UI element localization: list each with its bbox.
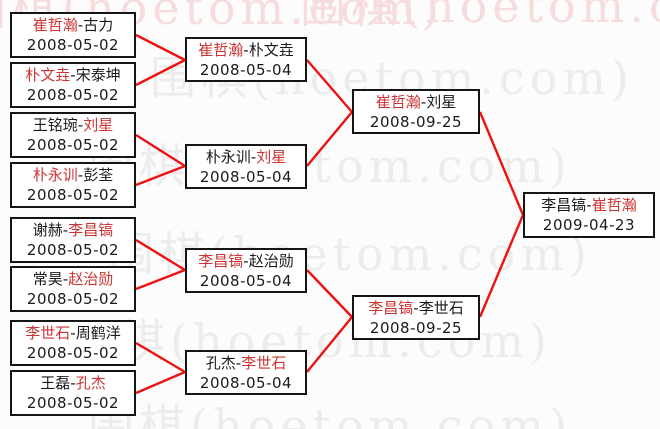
match-players: 朴永训-刘星	[206, 147, 286, 167]
connector-line	[135, 238, 186, 272]
match-box-semifinal-2: 李昌镐-李世石 2008-09-25	[352, 295, 480, 340]
connector-line	[306, 59, 353, 113]
match-date: 2008-05-02	[26, 241, 120, 259]
player-name: 李昌镐	[68, 221, 114, 239]
connector-line	[306, 111, 353, 167]
connector-line	[135, 133, 186, 168]
player-name: -赵治勋	[243, 251, 294, 270]
connector-line	[135, 341, 186, 374]
match-players: 李昌镐-李世石	[368, 298, 463, 318]
player-name: -宋泰坤	[70, 66, 121, 84]
player-name: -朴文垚	[243, 40, 294, 59]
connector-line	[135, 370, 186, 395]
player-name: 朴永训-	[205, 147, 257, 166]
player-name: 李世石	[25, 324, 71, 342]
match-date: 2008-09-25	[369, 112, 463, 131]
match-date: 2008-05-02	[26, 36, 120, 54]
player-name: 王铭琬-	[32, 116, 84, 134]
player-name: 李昌镐	[198, 251, 244, 270]
match-date: 2008-05-02	[26, 136, 120, 154]
connector-line	[135, 33, 186, 62]
player-name: 孔杰	[75, 374, 106, 392]
match-box-round1-2: 朴文垚-宋泰坤 2008-05-02	[10, 62, 136, 108]
player-name: 王磊-	[40, 374, 76, 392]
match-box-round1-4: 朴永训-彭荃 2008-05-02	[10, 162, 136, 208]
match-date: 2008-05-02	[26, 394, 120, 412]
player-name: 崔哲瀚	[32, 16, 78, 34]
match-players: 朴文垚-宋泰坤	[25, 65, 120, 85]
player-name: -古力	[77, 16, 114, 34]
player-name: 崔哲瀚	[198, 40, 244, 59]
match-date: 2008-05-02	[26, 290, 120, 308]
match-players: 崔哲瀚-朴文垚	[198, 40, 293, 60]
match-players: 常昊-赵治勋	[33, 269, 113, 289]
player-name: 孔杰-	[205, 353, 242, 372]
match-players: 孔杰-李世石	[206, 353, 286, 373]
player-name: 崔哲瀚	[591, 196, 637, 214]
connector-line	[306, 316, 353, 373]
match-box-round1-7: 李世石-周鹤洋 2008-05-02	[10, 320, 136, 366]
match-date: 2008-05-02	[26, 344, 120, 362]
match-players: 李昌镐-赵治勋	[198, 251, 293, 271]
match-players: 王铭琬-刘星	[33, 115, 113, 135]
match-players: 崔哲瀚-古力	[33, 15, 113, 35]
player-name: -彭荃	[77, 166, 114, 184]
match-date: 2009-04-23	[542, 216, 636, 234]
match-box-round2-2: 朴永训-刘星 2008-05-04	[185, 144, 307, 189]
match-box-round1-3: 王铭琬-刘星 2008-05-02	[10, 112, 136, 158]
player-name: 常昊-	[32, 270, 69, 288]
match-players: 李世石-周鹤洋	[25, 323, 120, 343]
match-players: 朴永训-彭荃	[33, 165, 113, 185]
player-name: 刘星	[83, 116, 114, 134]
match-box-round1-1: 崔哲瀚-古力 2008-05-02	[10, 12, 136, 58]
match-box-round2-3: 李昌镐-赵治勋 2008-05-04	[185, 248, 307, 293]
player-name: 李世石	[241, 353, 287, 372]
match-players: 谢赫-李昌镐	[33, 220, 113, 240]
player-name: -李世石	[413, 298, 464, 317]
match-date: 2008-05-02	[26, 186, 120, 204]
player-name: 李昌镐-	[541, 196, 592, 214]
match-date: 2008-05-04	[199, 373, 293, 392]
match-date: 2008-09-25	[369, 318, 463, 337]
player-name: 赵治勋	[68, 270, 114, 288]
match-box-semifinal-1: 崔哲瀚-刘星 2008-09-25	[352, 89, 480, 134]
match-players: 王磊-孔杰	[40, 373, 105, 393]
player-name: 李昌镐	[368, 298, 414, 317]
connector-line	[135, 164, 186, 187]
player-name: -刘星	[420, 92, 457, 111]
match-box-round1-8: 王磊-孔杰 2008-05-02	[10, 370, 136, 416]
connector-line	[478, 111, 525, 216]
player-name: 朴永训	[32, 166, 78, 184]
connector-line	[306, 269, 353, 318]
match-date: 2008-05-04	[199, 60, 293, 79]
connector-line	[135, 268, 186, 291]
player-name: 朴文垚	[25, 66, 71, 84]
match-box-round1-5: 谢赫-李昌镐 2008-05-02	[10, 217, 136, 263]
match-box-round2-1: 崔哲瀚-朴文垚 2008-05-04	[185, 37, 307, 82]
match-players: 崔哲瀚-刘星	[376, 92, 456, 112]
player-name: 刘星	[256, 147, 287, 166]
match-date: 2008-05-04	[199, 167, 293, 186]
connector-line	[478, 214, 525, 318]
match-date: 2008-05-02	[26, 86, 120, 104]
player-name: 谢赫-	[32, 221, 69, 239]
match-box-round2-4: 孔杰-李世石 2008-05-04	[185, 350, 307, 395]
match-box-final: 李昌镐-崔哲瀚 2009-04-23	[523, 192, 655, 238]
match-date: 2008-05-04	[199, 271, 293, 290]
player-name: -周鹤洋	[70, 324, 121, 342]
match-players: 李昌镐-崔哲瀚	[541, 195, 636, 215]
match-box-round1-6: 常昊-赵治勋 2008-05-02	[10, 266, 136, 312]
player-name: 崔哲瀚	[375, 92, 421, 111]
connector-line	[135, 58, 186, 87]
